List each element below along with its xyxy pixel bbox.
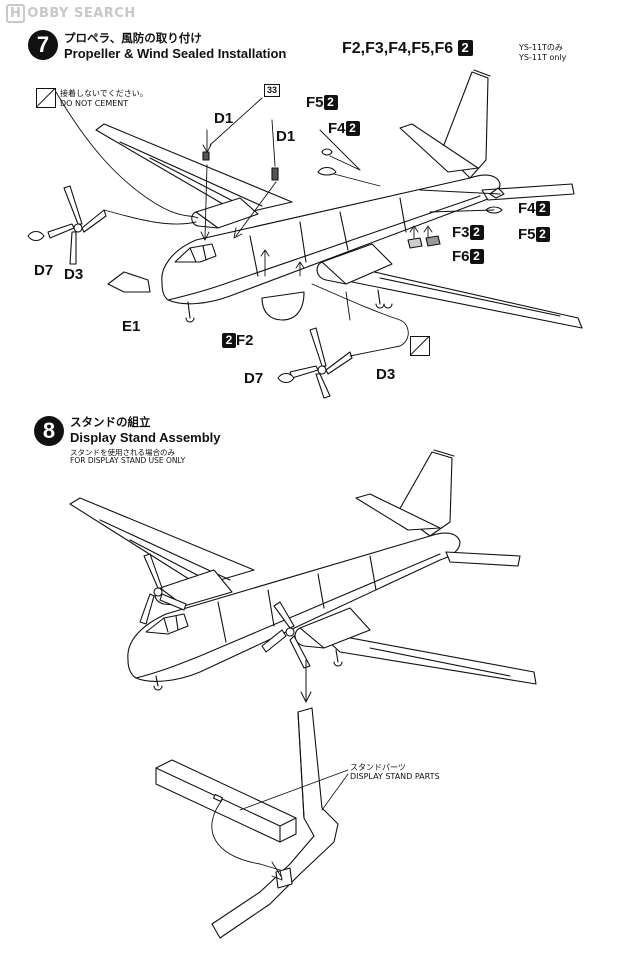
stand-parts-jp: スタンドパーツ: [350, 763, 406, 772]
label-f3-text: F3: [452, 224, 470, 241]
step8-propeller-left: [139, 553, 187, 625]
label-f4-right-text: F4: [518, 200, 536, 217]
no-cement-icon: [36, 88, 56, 108]
part-list-text: F2,F3,F4,F5,F6: [342, 40, 454, 57]
label-d3-left: D3: [64, 266, 84, 283]
label-f5-top-badge: 2: [323, 95, 338, 110]
part-f4-top: [317, 166, 337, 176]
part-f3: [407, 237, 423, 249]
watermark-badge: H: [6, 4, 26, 23]
no-cement-icon-prop: [410, 336, 430, 356]
no-cement-jp: 接着しないでください。: [60, 89, 148, 98]
label-f2-badge: 2: [222, 333, 236, 348]
propeller-bottom-d3: [277, 327, 353, 399]
callout-33: 33: [264, 84, 281, 97]
part-d1-b: [271, 167, 279, 181]
part-d1-a: [202, 151, 210, 161]
step-8-sub-jp: スタンドを使用される場合のみ: [70, 448, 175, 457]
windscreen-part-e1: [107, 271, 151, 293]
yst-note-jp: YS-11Tのみ: [519, 43, 563, 52]
stand-arrow: [300, 659, 312, 703]
step-7-title-en: Propeller & Wind Sealed Installation: [64, 46, 287, 61]
part-f5-top: [321, 148, 333, 156]
no-cement-en: DO NOT CEMENT: [60, 99, 129, 108]
step-8-title-jp: スタンドの組立: [70, 415, 151, 429]
part-list-badge: 2: [457, 40, 473, 56]
label-f4-right-badge: 2: [535, 201, 550, 216]
watermark-text: OBBY SEARCH: [27, 6, 136, 21]
step7-aircraft: [95, 69, 583, 329]
step8-propeller-right: [261, 601, 311, 669]
label-d3-bottom: D3: [376, 366, 396, 383]
label-f6-text: F6: [452, 248, 470, 265]
label-d7-left: D7: [34, 262, 54, 279]
label-d1-b: D1: [276, 128, 296, 145]
label-f5-top-text: F5: [306, 94, 324, 111]
step-7-title-jp: プロペラ、風防の取り付け: [64, 31, 202, 45]
yst-note-en: YS-11T only: [519, 53, 567, 62]
label-f4-top-text: F4: [328, 120, 346, 137]
label-f5-right-text: F5: [518, 226, 536, 243]
label-f2-text: F2: [236, 332, 254, 349]
stand-parts-en: DISPLAY STAND PARTS: [350, 772, 440, 781]
label-e1: E1: [122, 318, 141, 335]
label-f5-right-badge: 2: [535, 227, 550, 242]
step7-leader-lines: [55, 91, 501, 357]
display-stand: [155, 707, 349, 939]
part-f6: [425, 235, 441, 247]
label-f3-badge: 2: [469, 225, 484, 240]
dome-part-f2: [261, 291, 305, 321]
step-8-number: 8: [34, 416, 64, 446]
part-f4-right: [489, 187, 505, 199]
step-8-title-en: Display Stand Assembly: [70, 430, 221, 445]
step-8-sub-en: FOR DISPLAY STAND USE ONLY: [70, 456, 186, 465]
label-f6-badge: 2: [469, 249, 484, 264]
step-7-number: 7: [28, 30, 58, 60]
label-f4-top-badge: 2: [345, 121, 360, 136]
step8-aircraft: [69, 449, 537, 691]
step-7-part-list: F2,F3,F4,F5,F6 2: [342, 40, 473, 58]
label-d1-a: D1: [214, 110, 234, 127]
label-d7-bottom: D7: [244, 370, 264, 387]
propeller-left-d3: [27, 185, 107, 265]
